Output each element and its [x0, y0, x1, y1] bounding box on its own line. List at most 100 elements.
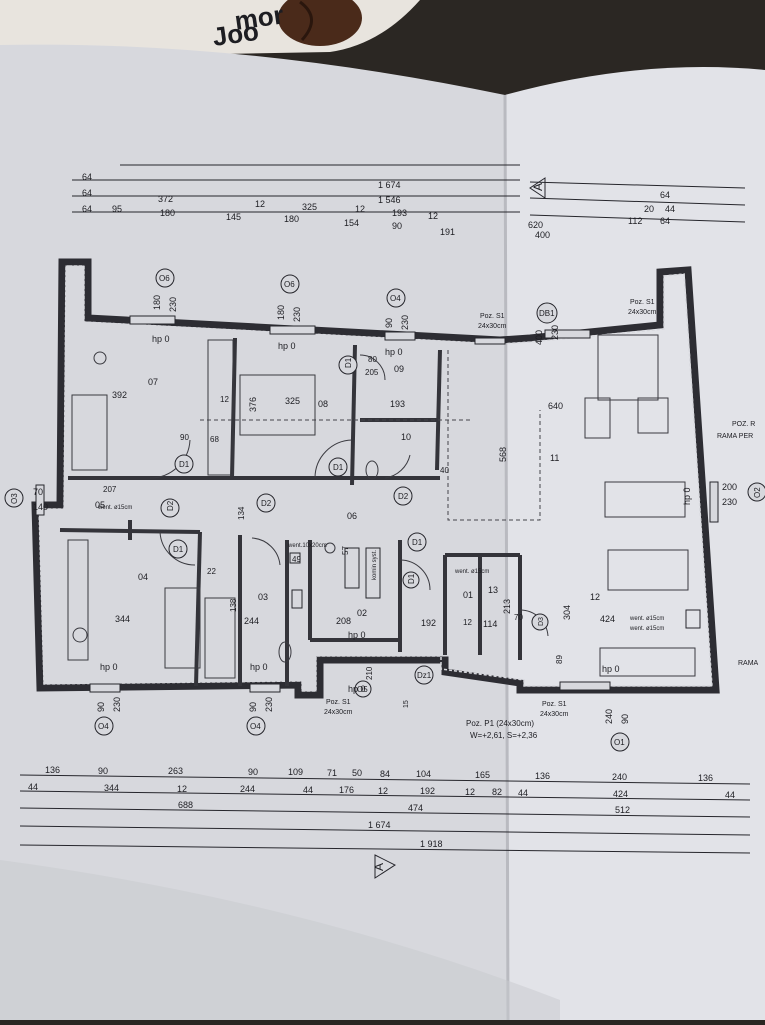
note-went-15-a: went. ø15cm — [454, 569, 489, 575]
room-dim-114: 114 — [483, 619, 497, 629]
chair-icon-2 — [72, 627, 88, 643]
level-2: hp 0 — [278, 341, 296, 351]
room-dim-208: 208 — [336, 616, 351, 626]
room-dim-344: 344 — [115, 614, 130, 624]
room-10: 10 — [401, 432, 411, 442]
kitchen-unit-icon — [599, 647, 696, 677]
axis-label-2: O6 — [284, 280, 295, 289]
room-dim-568: 568 — [498, 447, 508, 462]
top-dim-180-a: 180 — [160, 208, 175, 218]
toilet-icon-2 — [365, 460, 379, 480]
bottom-dim-2-7: 192 — [420, 786, 435, 796]
misc-80: 80 — [368, 355, 377, 364]
door-tag-6: D1 — [407, 573, 416, 584]
note-went-10x20: went.10x20cm — [287, 543, 327, 549]
axis-label-5: O4 — [98, 722, 109, 731]
window-dim-5: 90 — [384, 318, 394, 328]
top-dim-90: 90 — [392, 221, 402, 231]
bottom-dim-1-7: 84 — [380, 769, 390, 779]
door-tag-4: D1 — [412, 538, 423, 547]
note-poz-s1-right: Poz. S1 — [630, 299, 655, 306]
section-mark-top-icon — [529, 177, 546, 199]
room-dim-640: 640 — [548, 401, 563, 411]
window-dim-8: 230 — [550, 325, 560, 340]
room-dim-392: 392 — [112, 390, 127, 400]
bottom-dim-2-6: 12 — [378, 786, 388, 796]
bottom-dim-1-5: 71 — [327, 768, 337, 778]
top-dim-line-2 — [72, 195, 746, 206]
top-dim-64-d: 64 — [660, 216, 670, 226]
door-tag-5: D1 — [344, 357, 353, 368]
misc-210: 210 — [365, 666, 374, 680]
armchair-icon-2 — [637, 397, 669, 434]
note-poz-s1-bottom-r: Poz. S1 — [542, 701, 567, 708]
door-tag-7: D2 — [261, 499, 272, 508]
top-dim-193: 193 — [392, 208, 407, 218]
level-3: hp 0 — [385, 347, 403, 357]
bottom-dim-2-10: 44 — [518, 788, 528, 798]
window-dim-1: 180 — [152, 295, 162, 310]
misc-205: 205 — [365, 368, 379, 377]
chair-icon — [93, 351, 107, 365]
room-dim-304: 304 — [562, 605, 572, 620]
section-label-bottom: A — [372, 863, 386, 871]
bottom-dim-4-0: 1 674 — [368, 820, 391, 830]
vents — [289, 547, 701, 629]
door-tag-9: D2 — [398, 492, 409, 501]
level-9: hp 0 — [682, 487, 692, 505]
door-tag-10: D3 — [538, 617, 545, 626]
bottom-dim-5-0: 1 918 — [420, 839, 443, 849]
axis-label-6: O4 — [250, 722, 261, 731]
furniture — [67, 334, 696, 679]
misc-90: 90 — [180, 433, 189, 442]
level-8: hp 0 — [602, 664, 620, 674]
bottom-dim-line-1 — [19, 774, 751, 785]
misc-70: 70 — [514, 613, 523, 622]
bottom-dim-1-1: 90 — [98, 766, 108, 776]
outer-walls — [31, 258, 720, 699]
axis-markers — [4, 268, 765, 752]
room-13: 13 — [488, 585, 498, 595]
window-dim-10: 230 — [722, 497, 737, 507]
mug-text-2: mor — [233, 0, 286, 36]
bottom-dim-3-1: 474 — [408, 803, 423, 813]
top-dim-12-b: 12 — [355, 204, 365, 214]
top-dim-112: 112 — [628, 216, 642, 226]
top-dim-1674: 1 674 — [378, 180, 401, 190]
text-layer: 64 1 674 64 372 1 546 12 325 64 64 95 18… — [10, 172, 762, 871]
misc-89: 89 — [555, 655, 564, 664]
double-bed-icon — [239, 374, 316, 436]
bottom-dim-1-3: 90 — [248, 767, 258, 777]
top-dim-20: 20 — [644, 204, 654, 214]
sofa-icon — [597, 334, 659, 401]
top-dim-line-1 — [72, 179, 746, 189]
bottom-dim-2-0: 44 — [28, 782, 38, 792]
bottom-dim-line-3 — [19, 807, 751, 818]
bottom-dim-1-0: 136 — [45, 765, 60, 775]
room-dim-192: 192 — [421, 618, 436, 628]
wardrobe-icon — [67, 539, 89, 661]
section-label-top: A — [531, 183, 545, 191]
toilet-icon — [278, 641, 292, 663]
axis-label-9: O5 — [357, 685, 368, 694]
window-dim-7: 400 — [534, 330, 544, 345]
door-tag-8: D2 — [166, 500, 175, 511]
bottom-dim-2-9: 82 — [492, 787, 502, 797]
window-dim-15: 240 — [604, 709, 614, 724]
room-01: 01 — [463, 590, 473, 600]
top-dim-12-c: 12 — [428, 211, 438, 221]
level-4: hp 0 — [100, 662, 118, 672]
room-04: 04 — [138, 572, 148, 582]
room-dim-376: 376 — [248, 397, 258, 412]
room-dim-424: 424 — [600, 614, 615, 624]
windows — [35, 315, 719, 693]
room-dim-193: 193 — [390, 399, 405, 409]
bottom-dim-3-2: 512 — [615, 805, 630, 815]
room-12: 12 — [590, 592, 600, 602]
top-dim-145: 145 — [226, 212, 241, 222]
bottom-dim-3-0: 688 — [178, 800, 193, 810]
misc-22: 22 — [207, 567, 216, 576]
top-dim-180-b: 180 — [284, 214, 299, 224]
page-fold — [503, 94, 510, 1021]
bottom-dim-1-8: 104 — [416, 769, 431, 779]
